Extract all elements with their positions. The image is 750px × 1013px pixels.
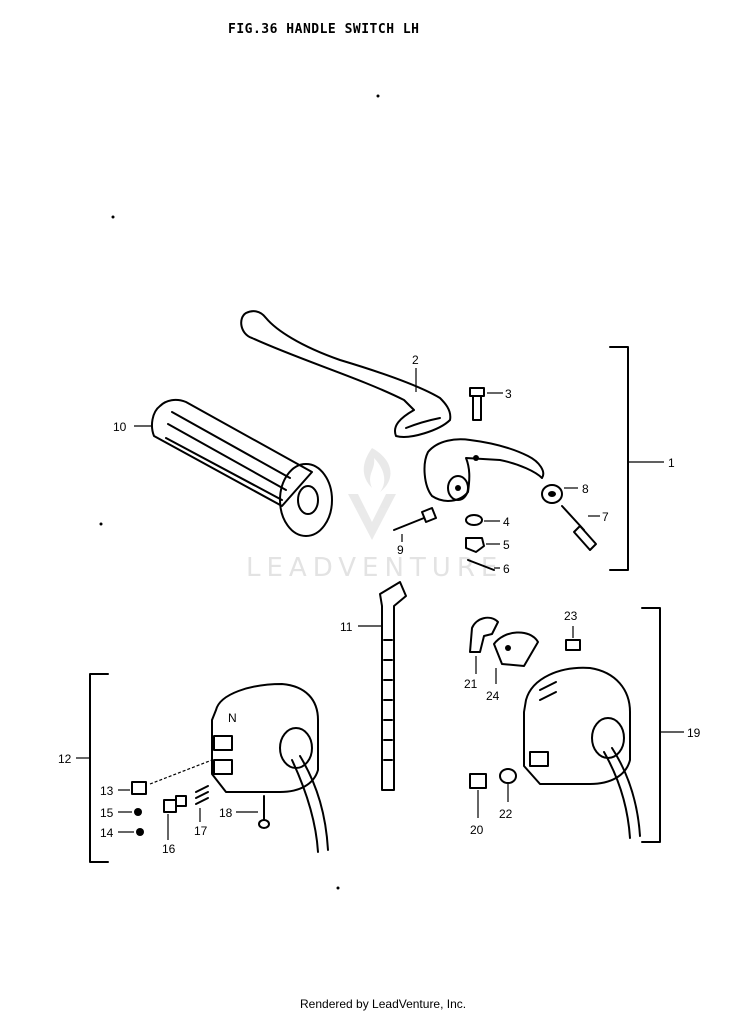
callout-15: 15 — [100, 806, 114, 820]
callout-19: 19 — [687, 726, 701, 740]
pivot-bolt — [469, 387, 485, 421]
spring-17 — [195, 785, 209, 805]
callout-2: 2 — [412, 353, 419, 367]
callout-13: 13 — [100, 784, 114, 798]
leadventure-watermark-logo — [348, 448, 396, 540]
knob-21 — [469, 616, 499, 653]
washer-4 — [465, 514, 483, 526]
leader-dashed-13 — [149, 759, 213, 785]
callout-20: 20 — [470, 823, 484, 837]
knob-13 — [131, 781, 147, 795]
callout-22: 22 — [499, 807, 513, 821]
spring-22 — [499, 768, 517, 784]
nut-5 — [465, 537, 485, 553]
callout-24: 24 — [486, 689, 500, 703]
bracket-assembly-12 — [89, 673, 109, 863]
callout-21: 21 — [464, 677, 478, 691]
lever-holder — [423, 438, 545, 502]
speck — [111, 215, 115, 219]
switch-housing-19 — [523, 666, 641, 839]
bolt-9 — [393, 507, 437, 531]
spring-15 — [134, 808, 142, 816]
callout-6: 6 — [503, 562, 510, 576]
speck — [376, 94, 380, 98]
lh-switch-housing: N — [211, 683, 329, 853]
ball-14 — [136, 828, 144, 836]
callout-18: 18 — [219, 806, 233, 820]
cotter-pin-6 — [467, 559, 495, 571]
callout-4: 4 — [503, 515, 510, 529]
switch-16 — [163, 795, 187, 813]
knob-20 — [469, 773, 487, 789]
speck — [99, 522, 103, 526]
callout-17: 17 — [194, 824, 208, 838]
bracket-assembly-19 — [641, 607, 661, 843]
footer-credit: Rendered by LeadVenture, Inc. — [300, 997, 466, 1011]
block-23 — [565, 639, 581, 651]
callout-16: 16 — [162, 842, 176, 856]
bracket-assembly-1 — [609, 346, 629, 571]
switch-plate-24 — [493, 631, 539, 667]
washer-8 — [541, 484, 563, 504]
clutch-lever — [240, 310, 452, 438]
screw-18 — [258, 795, 270, 829]
callout-12: 12 — [58, 752, 72, 766]
figure-title: FIG.36 HANDLE SWITCH LH — [228, 22, 420, 37]
callout-7: 7 — [602, 510, 609, 524]
svg-text:N: N — [228, 711, 237, 725]
callout-10: 10 — [113, 420, 127, 434]
callout-3: 3 — [505, 387, 512, 401]
speck — [336, 886, 340, 890]
callout-23: 23 — [564, 609, 578, 623]
callout-14: 14 — [100, 826, 114, 840]
callout-1: 1 — [668, 456, 675, 470]
watermark-text: LEADVENTURE — [246, 553, 503, 583]
cable-band — [379, 581, 407, 791]
callout-8: 8 — [582, 482, 589, 496]
callout-5: 5 — [503, 538, 510, 552]
callout-11: 11 — [340, 620, 353, 634]
handle-grip — [151, 398, 333, 537]
screw-7 — [561, 505, 597, 551]
callout-9: 9 — [397, 543, 404, 557]
